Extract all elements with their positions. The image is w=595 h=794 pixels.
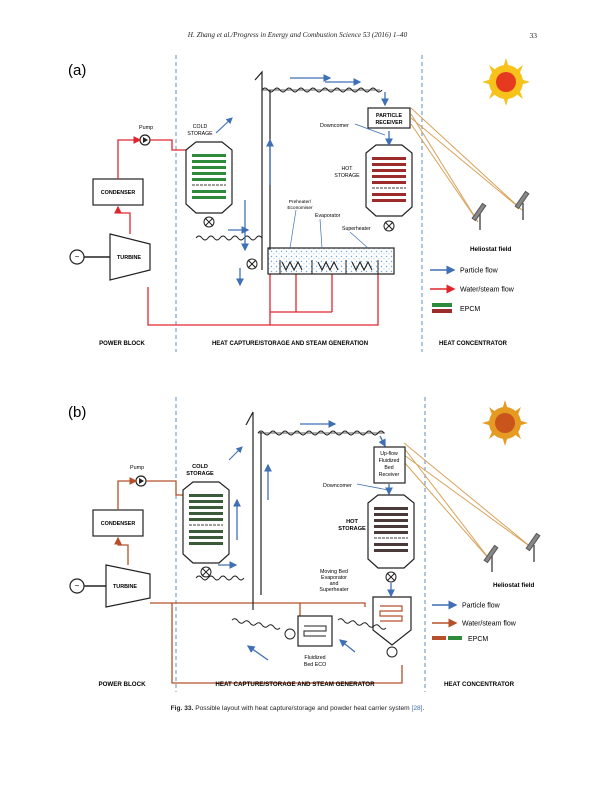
caption-end: . bbox=[422, 705, 425, 712]
sun-icon bbox=[482, 58, 530, 106]
page-number: 33 bbox=[529, 31, 538, 40]
water-lines-a bbox=[114, 136, 379, 326]
superheater-label: Superheater bbox=[342, 226, 371, 232]
condenser-label: CONDENSER bbox=[101, 190, 136, 196]
journal-citation: H. Zhang et al./Progress in Energy and C… bbox=[187, 31, 408, 39]
pump-label: Pump bbox=[139, 125, 153, 131]
receiver-b bbox=[373, 446, 406, 484]
fluidized-eco-coil bbox=[303, 625, 327, 637]
sun-icon bbox=[482, 400, 528, 446]
heliostat-label: Heliostat field bbox=[493, 582, 534, 589]
riser-b bbox=[245, 411, 262, 610]
cold-storage-a bbox=[185, 141, 233, 228]
section-power-block-b: POWER BLOCK bbox=[98, 681, 146, 688]
hot-storage-b bbox=[367, 494, 415, 583]
legend-water-steam-flow: Water/steam flow bbox=[460, 287, 515, 294]
legend-b: Particle flow Water/steam flow EPCM bbox=[432, 600, 517, 643]
pump-label: Pump bbox=[130, 465, 144, 471]
steam-generator-a bbox=[246, 247, 395, 275]
downcomer-label: Downcomer bbox=[320, 123, 349, 129]
diag-conveyor-left bbox=[231, 618, 281, 630]
legend-particle-flow: Particle flow bbox=[460, 268, 499, 275]
page-header: H. Zhang et al./Progress in Energy and C… bbox=[0, 31, 595, 45]
flow-arrow bbox=[378, 435, 386, 448]
figure-caption: Fig. 33. Possible layout with heat captu… bbox=[0, 705, 595, 712]
preheater-label: Preheater/Economiser bbox=[287, 199, 313, 211]
water-lines-b bbox=[114, 477, 403, 684]
caption-text: Possible layout with heat capture/storag… bbox=[195, 705, 410, 712]
heliostat-icon bbox=[483, 532, 541, 572]
bottom-conveyor-a bbox=[195, 235, 263, 241]
pump-arrow bbox=[139, 478, 144, 484]
hot-storage-a bbox=[365, 144, 413, 232]
caption-reference-link[interactable]: [28] bbox=[411, 705, 423, 712]
panel-a-label: (a) bbox=[68, 62, 86, 79]
legend-water-steam-flow: Water/steam flow bbox=[462, 621, 517, 628]
solar-beams bbox=[410, 107, 523, 223]
flow-arrow bbox=[215, 117, 233, 134]
flow-arrow bbox=[246, 645, 269, 661]
turbine-label: TURBINE bbox=[113, 584, 137, 590]
downcomer-pointer bbox=[356, 483, 389, 491]
rotary-valve bbox=[284, 628, 296, 640]
legend-particle-flow: Particle flow bbox=[462, 603, 501, 610]
evaporator-label: Evaporator bbox=[315, 213, 341, 219]
pump-arrow bbox=[143, 137, 148, 143]
generator-tilde: ~ bbox=[75, 582, 80, 591]
legend-epcm: EPCM bbox=[460, 306, 480, 313]
heliostat-label: Heliostat field bbox=[470, 246, 511, 253]
caption-label: Fig. 33. bbox=[170, 705, 194, 712]
legend-epcm: EPCM bbox=[468, 636, 488, 643]
panel-b-label: (b) bbox=[68, 404, 86, 421]
bottom-conveyor-b bbox=[195, 575, 245, 581]
flow-arrow bbox=[228, 446, 243, 461]
diag-conveyor-right bbox=[337, 618, 387, 630]
section-heat-concentrator-b: HEAT CONCENTRATOR bbox=[444, 681, 515, 688]
section-power-block-a: POWER BLOCK bbox=[99, 341, 145, 347]
cold-storage-b bbox=[182, 481, 230, 578]
top-conveyor-b bbox=[257, 430, 385, 436]
generator-tilde: ~ bbox=[75, 253, 80, 262]
rotary-valve bbox=[386, 646, 398, 658]
condenser-label: CONDENSER bbox=[101, 521, 136, 527]
legend-a: Particle flow Water/steam flow EPCM bbox=[430, 265, 515, 313]
solar-beams bbox=[403, 442, 533, 561]
downcomer-label: Downcomer bbox=[323, 483, 352, 489]
flow-arrow bbox=[338, 639, 356, 653]
moving-bed-evaporator bbox=[372, 596, 412, 646]
turbine-shape bbox=[109, 233, 151, 281]
riser-a bbox=[254, 70, 271, 270]
panel-a: (a) Heliostat field CONDENSER TURBINE bbox=[68, 55, 530, 352]
label-pointers-a bbox=[289, 209, 369, 249]
heliostat-icon bbox=[471, 190, 530, 230]
particle-receiver-a bbox=[367, 107, 411, 129]
panel-b: (b) Heliostat field CONDENSER TURBINE ~ bbox=[68, 397, 541, 692]
turbine-shape bbox=[105, 564, 151, 608]
section-heat-concentrator-a: HEAT CONCENTRATOR bbox=[439, 341, 508, 347]
section-heat-capture-b: HEAT CAPTURE/STORAGE AND STEAM GENERATOR bbox=[215, 681, 375, 688]
downcomer-pointer bbox=[354, 123, 386, 136]
section-heat-capture-a: HEAT CAPTURE/STORAGE AND STEAM GENERATIO… bbox=[212, 341, 368, 347]
turbine-label: TURBINE bbox=[117, 255, 141, 261]
